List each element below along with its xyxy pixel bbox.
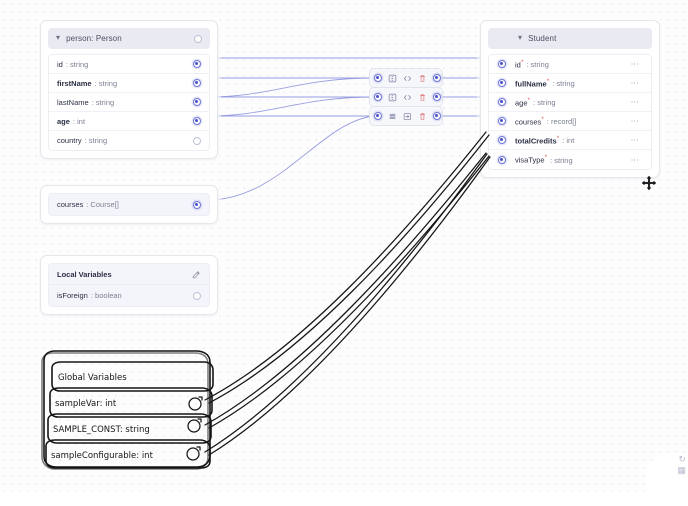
delete-icon[interactable] <box>418 74 427 83</box>
kebab-menu-icon[interactable]: ⋮ <box>630 117 639 125</box>
kebab-menu-icon[interactable]: ⋮ <box>630 60 639 68</box>
kebab-menu-icon[interactable]: ⋮ <box>630 155 639 164</box>
field-port[interactable] <box>498 136 506 144</box>
courses-field-list: courses: Course[] <box>48 193 210 216</box>
local-variables-list: Local Variables isForeign: boolean <box>48 263 210 307</box>
field-label: id: string <box>57 59 89 69</box>
transform-bar-3[interactable] <box>370 107 442 125</box>
chevron-down-icon[interactable]: ▾ <box>518 32 523 42</box>
field-label: lastName: string <box>57 97 115 107</box>
table-row[interactable]: courses: Course[] <box>49 194 209 215</box>
local-variables-title: Local Variables <box>57 269 112 279</box>
source-node-courses[interactable]: courses: Course[] <box>40 185 218 224</box>
field-label: country: string <box>57 136 108 145</box>
field-port[interactable] <box>498 60 506 68</box>
local-variables-header[interactable]: Local Variables <box>49 264 209 285</box>
field-label: totalCredits*: int <box>515 134 575 146</box>
node-header[interactable]: ▾ person: Person <box>48 28 210 49</box>
table-row[interactable]: id*: string ⋮ <box>489 55 651 74</box>
table-row[interactable]: age*: string ⋮ <box>489 93 651 112</box>
field-label: courses*: record[] <box>515 115 577 127</box>
list-icon[interactable] <box>388 112 397 121</box>
node-title: person: Person <box>66 34 122 43</box>
field-label: isForeign: boolean <box>57 291 122 300</box>
kebab-menu-icon[interactable]: ⋮ <box>630 136 639 144</box>
node-title: Student <box>528 34 557 43</box>
target-node-student[interactable]: ▾ Student id*: string ⋮ fullName*: strin… <box>480 20 660 178</box>
field-port[interactable] <box>193 200 201 209</box>
field-port[interactable] <box>193 98 201 106</box>
local-variables-node[interactable]: Local Variables isForeign: boolean <box>40 255 218 315</box>
target-field-list: id*: string ⋮ fullName*: string ⋮ age*: … <box>488 54 652 170</box>
field-label: fullName*: string <box>515 77 575 89</box>
field-port-wrap <box>489 98 515 106</box>
table-row[interactable]: lastName: string <box>49 93 209 112</box>
field-label: visaType*: string <box>515 154 573 165</box>
source-field-list: id: string firstName: string lastName: s… <box>48 54 210 151</box>
kebab-menu-icon[interactable]: ⋮ <box>630 98 639 106</box>
move-cursor <box>641 175 657 191</box>
table-row[interactable]: totalCredits*: int ⋮ <box>489 131 651 150</box>
field-port-wrap <box>489 117 515 125</box>
field-port[interactable] <box>193 291 201 300</box>
field-port-wrap <box>489 79 515 87</box>
chevron-down-icon[interactable]: ▾ <box>56 32 61 42</box>
table-row[interactable]: courses*: record[] ⋮ <box>489 112 651 131</box>
delete-icon[interactable] <box>418 93 427 102</box>
corner-widget-glyphs[interactable]: ↻▦ <box>677 454 686 475</box>
transform-bar-2[interactable] <box>370 88 442 106</box>
transform-output-port[interactable] <box>433 74 441 82</box>
kebab-menu-icon[interactable]: ⋮ <box>630 79 639 87</box>
table-row[interactable]: age: int <box>49 112 209 131</box>
delete-icon[interactable] <box>418 112 427 121</box>
function-icon[interactable] <box>388 74 397 83</box>
field-label: age: int <box>57 116 86 126</box>
node-header-port[interactable] <box>194 34 202 43</box>
enter-icon[interactable] <box>403 112 412 121</box>
transform-input-port[interactable] <box>374 112 382 120</box>
field-label: courses: Course[] <box>57 200 119 209</box>
field-port-wrap <box>489 60 515 68</box>
field-port[interactable] <box>193 117 201 125</box>
transform-input-port[interactable] <box>374 74 382 82</box>
table-row[interactable]: id: string <box>49 55 209 74</box>
edit-icon[interactable] <box>192 270 201 279</box>
transform-output-port[interactable] <box>433 112 441 120</box>
transform-bar-1[interactable] <box>370 69 442 87</box>
field-port-wrap <box>489 155 515 164</box>
field-port[interactable] <box>498 155 506 164</box>
field-port[interactable] <box>498 117 506 125</box>
table-row[interactable]: visaType*: string ⋮ <box>489 150 651 169</box>
node-header[interactable]: ▾ Student <box>488 28 652 49</box>
table-row[interactable]: country: string <box>49 131 209 150</box>
transform-input-port[interactable] <box>374 93 382 101</box>
table-row[interactable]: fullName*: string ⋮ <box>489 74 651 93</box>
field-label: id*: string <box>515 58 549 70</box>
code-icon[interactable] <box>403 74 412 83</box>
function-icon[interactable] <box>388 93 397 102</box>
code-icon[interactable] <box>403 93 412 102</box>
table-row[interactable]: firstName: string <box>49 74 209 93</box>
field-label: firstName: string <box>57 78 118 88</box>
field-port[interactable] <box>193 79 201 87</box>
field-label: age*: string <box>515 96 556 108</box>
field-port[interactable] <box>193 136 201 145</box>
field-port[interactable] <box>498 98 506 106</box>
field-port[interactable] <box>193 60 201 68</box>
source-node-person[interactable]: ▾ person: Person id: string firstName: s… <box>40 20 218 159</box>
field-port-wrap <box>489 136 515 144</box>
field-port[interactable] <box>498 79 506 87</box>
transform-output-port[interactable] <box>433 93 441 101</box>
table-row[interactable]: isForeign: boolean <box>49 285 209 306</box>
